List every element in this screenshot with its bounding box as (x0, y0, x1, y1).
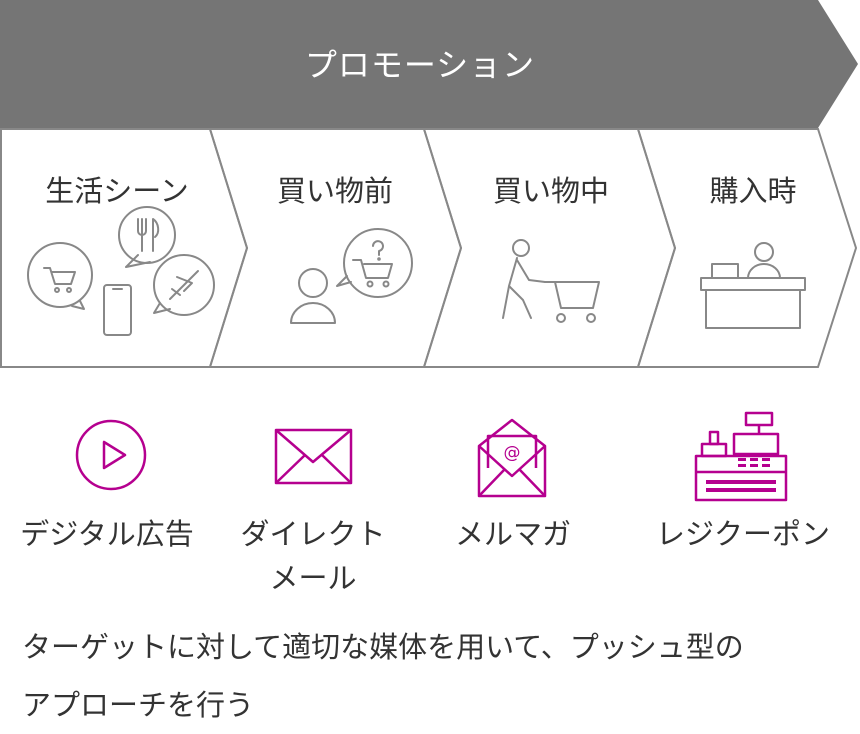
channel-label-register-coupon: レジクーポン (655, 517, 830, 551)
email-newsletter-icon: @ (477, 418, 547, 498)
banner-title: プロモーション (304, 46, 536, 84)
shopper-thinking-icon (290, 228, 413, 324)
svg-text:@: @ (504, 443, 521, 463)
person-with-cart-icon (502, 239, 600, 323)
channel-label-newsletter: メルマガ (454, 517, 571, 551)
person-head (298, 268, 328, 298)
stage-label-purchase: 購入時 (709, 174, 797, 208)
promotion-banner (0, 0, 858, 128)
stage-label-during-shopping: 買い物中 (492, 174, 609, 208)
stage-box-purchase (636, 128, 858, 368)
cash-register-icon (694, 411, 788, 502)
person-body (290, 302, 336, 324)
cutlery-bubble-icon (118, 206, 176, 268)
question-cart-icon (352, 259, 393, 279)
description: ターゲットに対して適切な媒体を用いて、プッシュ型の アプローチを行う (22, 618, 852, 734)
cart-bubble-icon (27, 242, 93, 310)
stage-flow (0, 128, 858, 368)
description-line-2: アプローチを行う (22, 688, 255, 722)
airplane-bubble-icon (153, 254, 215, 316)
smartphone-icon (103, 284, 132, 336)
play-circle-icon (75, 419, 147, 491)
lifestyle-scene-icon (27, 206, 215, 336)
stage-label-before-shopping: 買い物前 (276, 174, 393, 208)
envelope-icon (274, 428, 353, 485)
channel-label-digital-ads: デジタル広告 (20, 517, 194, 551)
stage-label-lifestyle: 生活シーン (45, 174, 189, 208)
channel-label-direct: ダイレクト (240, 517, 386, 551)
checkout-counter-icon (700, 242, 806, 329)
channel-label-mail: メール (269, 561, 357, 595)
description-line-1: ターゲットに対して適切な媒体を用いて、プッシュ型の (22, 630, 744, 664)
thought-bubble (343, 228, 413, 298)
